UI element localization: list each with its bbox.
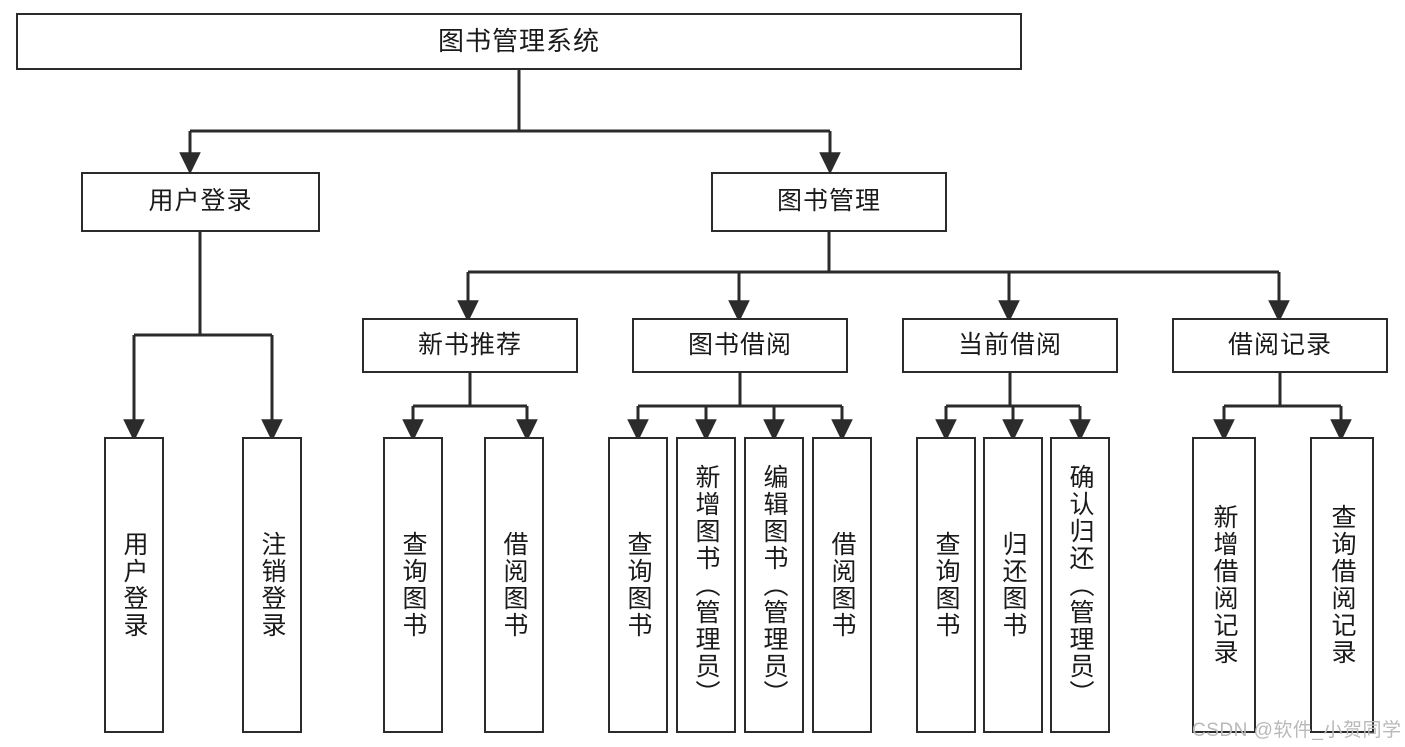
node-book-management[interactable]: 图书管理 — [711, 172, 947, 232]
node-new-book-recommend[interactable]: 新书推荐 — [362, 318, 578, 373]
node-current-borrow[interactable]: 当前借阅 — [902, 318, 1118, 373]
leaf-borrow-borrow-book[interactable]: 借阅图书 — [812, 437, 872, 733]
leaf-recommend-borrow-book[interactable]: 借阅图书 — [484, 437, 544, 733]
leaf-record-add-record[interactable]: 新增借阅记录 — [1192, 437, 1256, 733]
node-user-login[interactable]: 用户登录 — [81, 172, 320, 232]
leaf-borrow-edit-book-admin[interactable]: 编辑图书（管理员） — [744, 437, 804, 733]
leaf-borrow-add-book-admin[interactable]: 新增图书（管理员） — [676, 437, 736, 733]
leaf-user-logout[interactable]: 注销登录 — [242, 437, 302, 733]
leaf-recommend-query-book[interactable]: 查询图书 — [383, 437, 443, 733]
leaf-record-query-record[interactable]: 查询借阅记录 — [1310, 437, 1374, 733]
leaf-borrow-query-book[interactable]: 查询图书 — [608, 437, 668, 733]
node-root-system[interactable]: 图书管理系统 — [16, 13, 1022, 70]
node-borrow-record[interactable]: 借阅记录 — [1172, 318, 1388, 373]
leaf-current-query-book[interactable]: 查询图书 — [916, 437, 976, 733]
leaf-current-confirm-return-admin[interactable]: 确认归还（管理员） — [1050, 437, 1110, 733]
leaf-user-login[interactable]: 用户登录 — [104, 437, 164, 733]
node-book-borrow[interactable]: 图书借阅 — [632, 318, 848, 373]
leaf-current-return-book[interactable]: 归还图书 — [983, 437, 1043, 733]
